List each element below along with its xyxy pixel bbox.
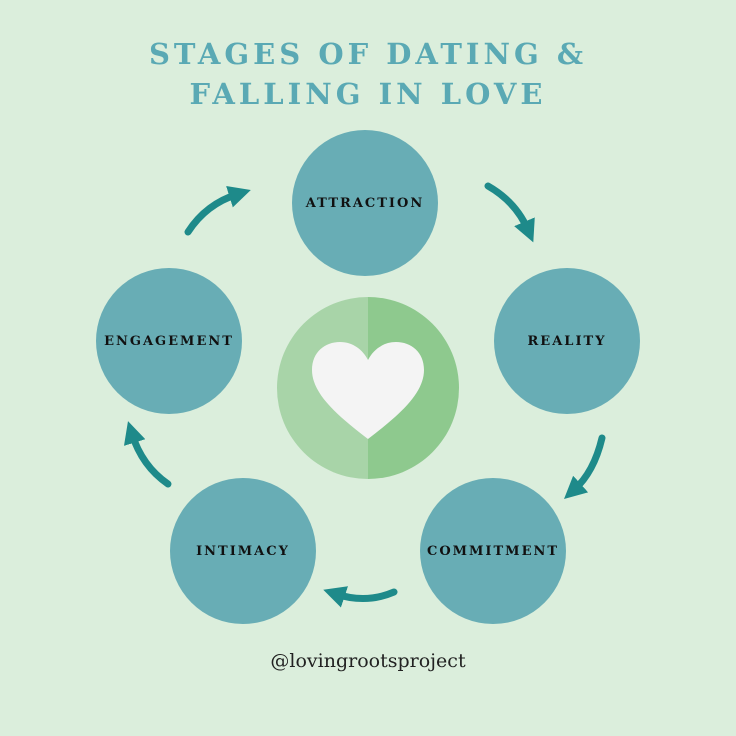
stage-circle-commitment: COMMITMENT <box>420 478 566 624</box>
arrow-commitment-to-intimacy <box>323 586 398 608</box>
arrow-intimacy-to-engagement <box>123 421 172 488</box>
arrow-attraction-to-reality <box>484 182 535 243</box>
stage-circle-attraction: ATTRACTION <box>292 130 438 276</box>
stage-label-reality: REALITY <box>527 333 607 349</box>
stage-label-intimacy: INTIMACY <box>196 543 290 559</box>
stage-circle-reality: REALITY <box>494 268 640 414</box>
page-title-line-2: FALLING IN LOVE <box>189 77 547 111</box>
stage-circle-engagement: ENGAGEMENT <box>96 268 242 414</box>
stage-circle-intimacy: INTIMACY <box>170 478 316 624</box>
page-title-line-1: STAGES OF DATING & <box>148 37 588 71</box>
arrow-reality-to-commitment <box>564 434 606 499</box>
stage-label-engagement: ENGAGEMENT <box>104 333 234 349</box>
heart-icon <box>312 342 424 439</box>
footer-handle: @lovingrootsproject <box>270 650 466 672</box>
center-heart-badge <box>276 296 460 480</box>
stage-label-attraction: ATTRACTION <box>305 195 425 211</box>
arrow-engagement-to-attraction <box>184 185 251 236</box>
stage-label-commitment: COMMITMENT <box>426 543 560 559</box>
